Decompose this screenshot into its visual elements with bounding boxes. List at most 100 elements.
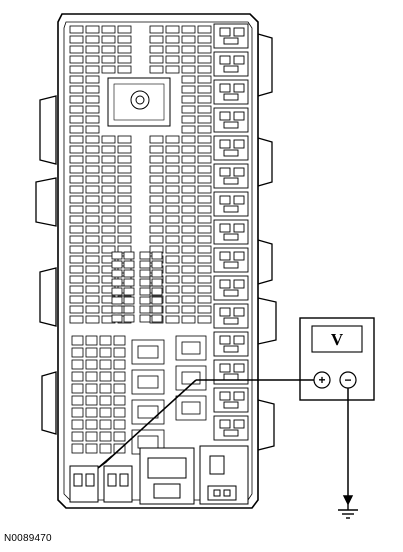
mini-fuse <box>69 55 84 64</box>
relay-pin <box>233 391 245 401</box>
relay-pin <box>223 401 239 409</box>
mini-fuse <box>165 175 180 184</box>
relay-pin <box>219 363 231 373</box>
mini-fuse <box>69 215 84 224</box>
mini-fuse <box>151 269 163 278</box>
mini-fuse <box>165 65 180 74</box>
mini-fuse <box>99 359 112 370</box>
mini-fuse <box>165 35 180 44</box>
mini-fuse <box>113 347 126 358</box>
mini-fuse <box>69 85 84 94</box>
mini-fuse <box>197 195 212 204</box>
mini-fuse <box>181 245 196 254</box>
mini-fuse <box>85 235 100 244</box>
relay-pin <box>223 233 239 241</box>
mini-fuse <box>165 305 180 314</box>
relay-pin <box>233 223 245 233</box>
mini-fuse <box>85 95 100 104</box>
relay-pin <box>233 167 245 177</box>
mini-fuse <box>165 245 180 254</box>
mini-fuse <box>69 205 84 214</box>
mini-fuse <box>149 35 164 44</box>
right-tab-3 <box>257 239 273 285</box>
mini-fuse <box>69 295 84 304</box>
mini-fuse <box>85 205 100 214</box>
mini-fuse <box>165 55 180 64</box>
mini-fuse <box>123 305 135 314</box>
relay-pin <box>233 419 245 429</box>
mini-fuse <box>85 165 100 174</box>
relay-pin <box>233 27 245 37</box>
relay-pin <box>219 391 231 401</box>
mini-fuse <box>117 145 132 154</box>
mini-fuse <box>69 25 84 34</box>
power-stud-block <box>107 77 171 127</box>
mini-fuse <box>151 305 163 314</box>
mini-fuse <box>69 305 84 314</box>
mini-fuse <box>99 383 112 394</box>
mini-fuse <box>113 371 126 382</box>
relay-pin <box>223 261 239 269</box>
mini-fuse <box>85 347 98 358</box>
relay-pin <box>233 139 245 149</box>
mini-fuse <box>197 245 212 254</box>
mini-fuse <box>197 75 212 84</box>
mini-fuse <box>197 125 212 134</box>
mini-fuse <box>85 419 98 430</box>
mini-fuse <box>117 235 132 244</box>
mini-fuse <box>123 314 135 323</box>
j-case-fuse-window <box>137 405 159 419</box>
mini-fuse <box>69 265 84 274</box>
mini-fuse <box>149 205 164 214</box>
mini-fuse <box>151 251 163 260</box>
mini-fuse <box>85 35 100 44</box>
relay-pin <box>223 289 239 297</box>
mini-fuse <box>101 195 116 204</box>
mini-fuse <box>85 443 98 454</box>
mini-fuse <box>69 235 84 244</box>
mini-fuse <box>111 269 123 278</box>
mini-fuse <box>69 115 84 124</box>
mini-fuse <box>181 165 196 174</box>
mini-fuse <box>117 55 132 64</box>
mini-fuse <box>85 315 100 324</box>
mini-fuse <box>151 296 163 305</box>
mini-fuse <box>111 287 123 296</box>
relay-pin <box>223 177 239 185</box>
mini-fuse <box>149 195 164 204</box>
mini-fuse <box>71 335 84 346</box>
mini-fuse <box>85 155 100 164</box>
mini-fuse <box>181 255 196 264</box>
mini-fuse <box>181 285 196 294</box>
mini-fuse <box>85 383 98 394</box>
mini-fuse <box>71 395 84 406</box>
mini-fuse <box>149 65 164 74</box>
mini-fuse <box>181 45 196 54</box>
mini-fuse <box>69 315 84 324</box>
mini-fuse <box>71 407 84 418</box>
mini-fuse <box>181 75 196 84</box>
mini-fuse <box>69 65 84 74</box>
mini-fuse <box>181 185 196 194</box>
mini-fuse <box>111 260 123 269</box>
right-tab-1 <box>257 33 273 97</box>
mini-fuse <box>69 155 84 164</box>
mini-fuse <box>111 278 123 287</box>
mini-fuse <box>181 295 196 304</box>
relay-pin <box>223 205 239 213</box>
mini-fuse <box>71 431 84 442</box>
mini-fuse <box>139 296 151 305</box>
mini-fuse <box>101 205 116 214</box>
positive-test-lead <box>107 379 314 461</box>
mini-fuse <box>99 443 112 454</box>
mini-fuse <box>139 278 151 287</box>
mini-fuse <box>85 255 100 264</box>
mini-fuse <box>99 431 112 442</box>
mini-fuse <box>123 287 135 296</box>
mini-fuse <box>85 275 100 284</box>
mini-fuse <box>181 195 196 204</box>
mini-fuse <box>181 265 196 274</box>
relay-pin <box>219 83 231 93</box>
mini-fuse <box>99 419 112 430</box>
